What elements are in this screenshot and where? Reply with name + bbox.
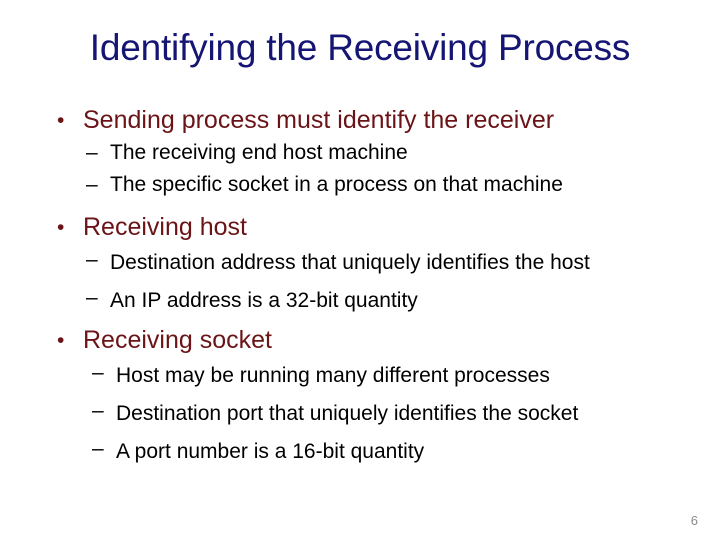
bullet-group-1: • Sending process must identify the rece… [0,104,720,201]
dash-icon: – [86,141,98,164]
bullet-level2: – The specific socket in a process on th… [0,169,720,201]
slide-body: • Sending process must identify the rece… [0,104,720,471]
bullet-level2-label: The receiving end host machine [110,141,408,164]
bullet-dot-icon: • [57,329,65,352]
dash-icon: – [86,248,98,271]
bullet-group-2: • Receiving host – Destination address t… [0,211,720,320]
bullet-level1: • Receiving socket [0,324,720,357]
bullet-level2-label: A port number is a 16-bit quantity [116,440,425,463]
bullet-level1: • Sending process must identify the rece… [0,104,720,137]
bullet-level2-label: An IP address is a 32-bit quantity [110,289,418,312]
bullet-level2: – The receiving end host machine [0,137,720,169]
dash-icon: – [92,437,104,460]
bullet-level2: – Destination port that uniquely identif… [0,395,720,433]
page-number: 6 [690,513,698,528]
bullet-dot-icon: • [57,216,65,239]
bullet-level1-label: Receiving socket [83,326,272,354]
bullet-level1-label: Receiving host [83,213,247,241]
dash-icon: – [92,399,104,422]
dash-icon: – [86,286,98,309]
bullet-level2-label: Destination port that uniquely identifie… [116,402,579,425]
bullet-level1-label: Sending process must identify the receiv… [83,106,555,134]
bullet-level1: • Receiving host [0,211,720,244]
bullet-level2-label: Host may be running many different proce… [116,364,550,387]
bullet-level2-label: Destination address that uniquely identi… [110,251,590,274]
bullet-group-3: • Receiving socket – Host may be running… [0,324,720,471]
dash-icon: – [92,361,104,384]
page-title: Identifying the Receiving Process [89,27,631,68]
bullet-dot-icon: • [57,109,65,132]
bullet-level2-label: The specific socket in a process on that… [110,173,563,196]
bullet-level2: – Destination address that uniquely iden… [0,244,720,282]
dash-icon: – [86,173,98,196]
bullet-level2: – A port number is a 16-bit quantity [0,433,720,471]
bullet-level2: – Host may be running many different pro… [0,357,720,395]
bullet-level2: – An IP address is a 32-bit quantity [0,282,720,320]
